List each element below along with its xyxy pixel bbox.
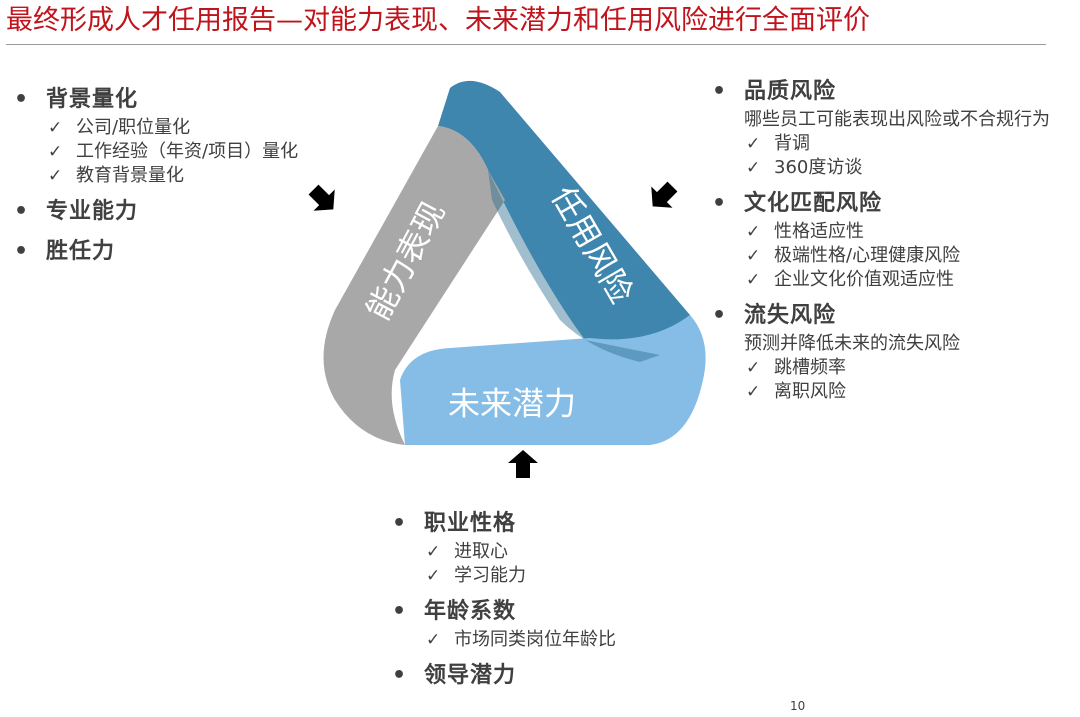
bullet-icon: •: [14, 199, 29, 224]
check-icon: ✓: [426, 542, 441, 562]
right-panel: • 品质风险 哪些员工可能表现出风险或不合规行为 ✓背调 ✓360度访谈 • 文…: [712, 76, 1072, 404]
section-quality-risk: • 品质风险 哪些员工可能表现出风险或不合规行为 ✓背调 ✓360度访谈: [712, 76, 1072, 180]
check-icon: ✓: [746, 270, 761, 290]
check-icon: ✓: [426, 630, 441, 650]
list-item: ✓教育背景量化: [48, 165, 184, 186]
list-item: ✓企业文化价值观适应性: [746, 269, 954, 290]
section-title: 品质风险: [744, 79, 837, 104]
section-competency: • 胜任力: [14, 236, 314, 268]
check-icon: ✓: [48, 166, 63, 186]
section-leadership-potential: • 领导潜力: [392, 660, 712, 692]
segment-ability: [323, 126, 505, 445]
section-title: 背景量化: [46, 87, 139, 112]
section-career-personality: • 职业性格 ✓进取心 ✓学习能力: [392, 508, 712, 588]
title-divider: [6, 44, 1046, 45]
left-panel: • 背景量化 ✓公司/职位量化 ✓工作经验（年资/项目）量化 ✓教育背景量化 •…: [14, 84, 314, 268]
list-item: ✓进取心: [426, 541, 508, 562]
check-icon: ✓: [746, 158, 761, 178]
list-item: ✓360度访谈: [746, 157, 863, 178]
check-icon: ✓: [48, 142, 63, 162]
check-icon: ✓: [48, 118, 63, 138]
bullet-icon: •: [14, 87, 29, 112]
section-turnover-risk: • 流失风险 预测并降低未来的流失风险 ✓跳槽频率 ✓离职风险: [712, 300, 1072, 404]
arrow-up-icon: [508, 450, 538, 478]
list-item: ✓公司/职位量化: [48, 117, 191, 138]
check-icon: ✓: [746, 246, 761, 266]
bullet-icon: •: [392, 663, 407, 688]
list-item: ✓跳槽频率: [746, 357, 846, 378]
list-item: ✓离职风险: [746, 381, 846, 402]
section-description: 哪些员工可能表现出风险或不合规行为: [744, 109, 1050, 130]
section-professional: • 专业能力: [14, 196, 314, 228]
bullet-icon: •: [14, 239, 29, 264]
bottom-panel: • 职业性格 ✓进取心 ✓学习能力 • 年龄系数 ✓市场同类岗位年龄比 • 领导…: [392, 508, 712, 692]
section-title: 专业能力: [46, 199, 139, 224]
check-icon: ✓: [746, 134, 761, 154]
check-icon: ✓: [746, 382, 761, 402]
segment-potential: [400, 315, 706, 445]
section-title: 职业性格: [424, 511, 517, 536]
section-title: 年龄系数: [424, 599, 517, 624]
section-culture-risk: • 文化匹配风险 ✓性格适应性 ✓极端性格/心理健康风险 ✓企业文化价值观适应性: [712, 188, 1072, 292]
section-age-factor: • 年龄系数 ✓市场同类岗位年龄比: [392, 596, 712, 652]
bullet-icon: •: [392, 511, 407, 536]
section-background: • 背景量化 ✓公司/职位量化 ✓工作经验（年资/项目）量化 ✓教育背景量化: [14, 84, 314, 188]
arrow-right-icon: [651, 181, 678, 208]
bullet-icon: •: [712, 79, 727, 104]
list-item: ✓工作经验（年资/项目）量化: [48, 141, 299, 162]
bullet-icon: •: [392, 599, 407, 624]
list-item: ✓背调: [746, 133, 810, 154]
list-item: ✓极端性格/心理健康风险: [746, 245, 961, 266]
check-icon: ✓: [746, 222, 761, 242]
section-title: 领导潜力: [424, 663, 517, 688]
section-description: 预测并降低未来的流失风险: [744, 333, 960, 354]
bullet-icon: •: [712, 303, 727, 328]
section-title: 文化匹配风险: [744, 191, 883, 216]
label-potential: 未来潜力: [448, 385, 576, 421]
check-icon: ✓: [426, 566, 441, 586]
segment-risk: [438, 80, 692, 355]
section-title: 流失风险: [744, 303, 837, 328]
section-title: 胜任力: [46, 239, 116, 264]
list-item: ✓学习能力: [426, 565, 526, 586]
bullet-icon: •: [712, 191, 727, 216]
list-item: ✓性格适应性: [746, 221, 864, 242]
page-title: 最终形成人才任用报告—对能力表现、未来潜力和任用风险进行全面评价: [6, 5, 870, 36]
list-item: ✓市场同类岗位年龄比: [426, 629, 616, 650]
page-number: 10: [790, 699, 806, 713]
check-icon: ✓: [746, 358, 761, 378]
arrow-left-icon: [308, 184, 335, 211]
